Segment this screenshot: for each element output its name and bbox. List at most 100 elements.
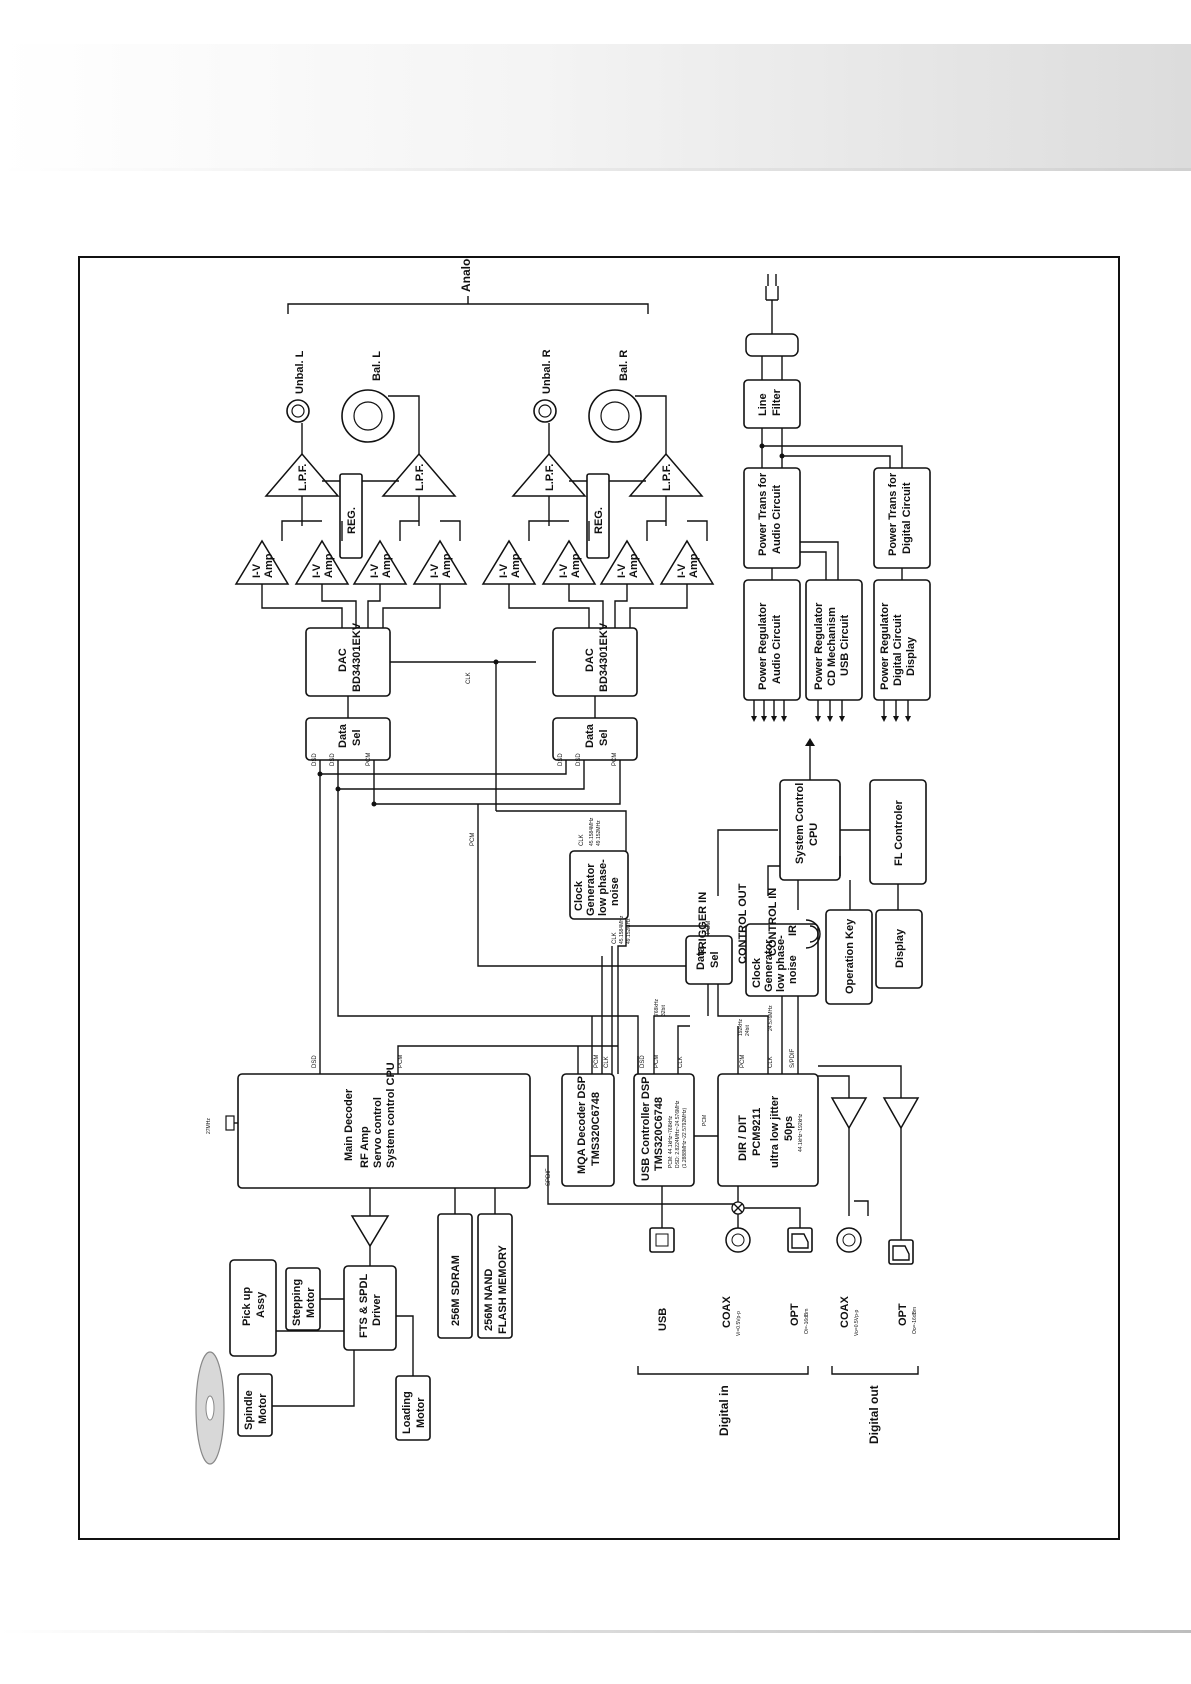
svg-text:Driver: Driver	[371, 1293, 383, 1326]
reg-l-label: REG.	[346, 507, 358, 534]
reg-r-label: REG.	[593, 507, 605, 534]
mqa-t2: TMS320C6748	[590, 1092, 602, 1166]
header-band	[0, 44, 1191, 170]
sig-pcm-ds: PCM	[706, 921, 712, 934]
svg-text:Spindle: Spindle	[243, 1390, 255, 1430]
freq-768a: 768kHz	[654, 999, 660, 1016]
svg-text:USB Circuit: USB Circuit	[839, 615, 851, 676]
svg-text:Servo control: Servo control	[372, 1097, 384, 1168]
usb-t1: USB Controller DSP	[640, 1076, 652, 1181]
step-t2: Motor	[305, 1287, 317, 1318]
svg-text:Amp: Amp	[510, 553, 522, 578]
svg-text:noise: noise	[609, 877, 621, 906]
sig-dsd-2: DSD	[330, 753, 336, 766]
clk-freq-2b: 49.152MHz	[626, 918, 632, 944]
digital-in-brace	[637, 1366, 809, 1375]
data-sel-r-t2: Sel	[598, 729, 610, 746]
svg-text:Pick up: Pick up	[241, 1287, 253, 1326]
trigger-in-label: TRIGGER IN	[697, 892, 709, 956]
svg-text:Amp: Amp	[628, 553, 640, 578]
svg-text:low phase-: low phase-	[597, 859, 609, 916]
iv-r4-t2: Amp	[688, 553, 700, 578]
svg-text:Loading: Loading	[401, 1391, 413, 1434]
data-sel-l-t2: Sel	[351, 729, 363, 746]
prc-t3: USB Circuit	[839, 615, 851, 676]
loading-t2: Motor	[415, 1397, 427, 1428]
bal-r-label: Bal. R	[618, 350, 630, 381]
dac-l-t1: DAC	[337, 648, 349, 672]
svg-text:Power Trans for: Power Trans for	[887, 472, 899, 556]
header-divider	[0, 168, 1191, 171]
svg-text:PCM9211: PCM9211	[751, 1108, 763, 1156]
iv-r3-t2: Amp	[628, 553, 640, 578]
unbal-l-label: Unbal. L	[294, 350, 306, 394]
pta-t1: Power Trans for	[757, 472, 769, 556]
svg-text:TMS320C6748: TMS320C6748	[653, 1097, 665, 1171]
svg-text:I-V: I-V	[676, 563, 688, 578]
bal-l-label: Bal. L	[371, 351, 383, 381]
data-sel-digital	[685, 935, 733, 985]
data-sel-l-t1: Data	[337, 723, 349, 748]
svg-text:DAC: DAC	[584, 648, 596, 672]
svg-text:I-V: I-V	[616, 563, 628, 578]
nand-t2: FLASH MEMORY	[497, 1245, 509, 1334]
spindle-t2: Motor	[257, 1393, 269, 1424]
svg-text:DAC: DAC	[337, 648, 349, 672]
svg-text:FLASH MEMORY: FLASH MEMORY	[497, 1245, 509, 1334]
opkey-label: Operation Key	[844, 918, 856, 994]
dsd-t2: Sel	[709, 951, 721, 968]
usb-controller-dsp	[633, 1073, 695, 1187]
freq-192b: 24bit	[745, 1025, 751, 1036]
svg-text:DSD: 2.8224MHz~24.576MHz: DSD: 2.8224MHz~24.576MHz	[675, 1100, 681, 1168]
svg-text:low phase-: low phase-	[775, 935, 787, 992]
md-t4: System control CPU	[385, 1062, 397, 1168]
cpu-t1: System Control	[794, 783, 806, 864]
dsd-t1: Data	[695, 945, 707, 970]
usb-t2: TMS320C6748	[653, 1097, 665, 1171]
sig-dsd-1: DSD	[312, 753, 318, 766]
sig-dsd-3: DSD	[558, 753, 564, 766]
cg1-t2: Generator	[585, 863, 597, 916]
iv-l3-t1: I-V	[369, 563, 381, 578]
prc-t1: Power Regulator	[813, 602, 825, 690]
iv-r2-t2: Amp	[570, 553, 582, 578]
display-block	[875, 909, 923, 989]
svg-text:Amp: Amp	[688, 553, 700, 578]
sdram-label: 256M SDRAM	[450, 1255, 462, 1326]
fts-t1: FTS & SPDL	[358, 1274, 370, 1338]
control-out-label: CONTROL OUT	[737, 883, 749, 964]
reg-r	[586, 473, 610, 559]
unbal-l-connector	[286, 399, 310, 423]
svg-text:(1.2888MHz~22.5792MHz): (1.2888MHz~22.5792MHz)	[682, 1107, 688, 1168]
ir-label: IR	[787, 925, 799, 936]
pta-t2: Audio Circuit	[771, 485, 783, 554]
sig-pcm-2: PCM	[612, 753, 618, 766]
coax-in-spec: Vi=0.5Vp-p	[736, 1311, 742, 1336]
mqa-decoder-dsp	[561, 1073, 615, 1187]
cg2-t1: Clock	[751, 957, 763, 988]
svg-text:Generator: Generator	[763, 939, 775, 992]
coax-out-label: COAX	[839, 1296, 851, 1328]
sig-clk-cg1b: CLK	[612, 932, 618, 944]
sig-dsd-md: DSD	[312, 1055, 318, 1068]
svg-text:Data: Data	[584, 723, 596, 748]
svg-text:Assy: Assy	[255, 1291, 267, 1318]
dac-l-t2: BD34301EKV	[351, 622, 363, 692]
line-filter	[743, 379, 801, 429]
freq-768b: 32bit	[661, 1005, 667, 1016]
xtal-27-label: 27MHz	[206, 1118, 212, 1134]
pra-t1: Power Regulator	[757, 602, 769, 690]
svg-text:Power Trans for: Power Trans for	[757, 472, 769, 556]
svg-text:Stepping: Stepping	[291, 1279, 303, 1326]
usb-label: USB	[657, 1308, 669, 1331]
svg-text:Amp: Amp	[263, 553, 275, 578]
svg-text:I-V: I-V	[429, 563, 441, 578]
freq-24576: 24.576MHz	[768, 1005, 774, 1031]
ptd-t2: Digital Circuit	[901, 482, 913, 554]
svg-text:ultra low jitter: ultra low jitter	[769, 1095, 781, 1168]
analog-out-brace	[287, 296, 649, 314]
ir-receiver-icon	[805, 919, 821, 949]
prd-t1: Power Regulator	[879, 602, 891, 690]
sig-clk-dir: CLK	[768, 1056, 774, 1068]
iv-r1-t2: Amp	[510, 553, 522, 578]
